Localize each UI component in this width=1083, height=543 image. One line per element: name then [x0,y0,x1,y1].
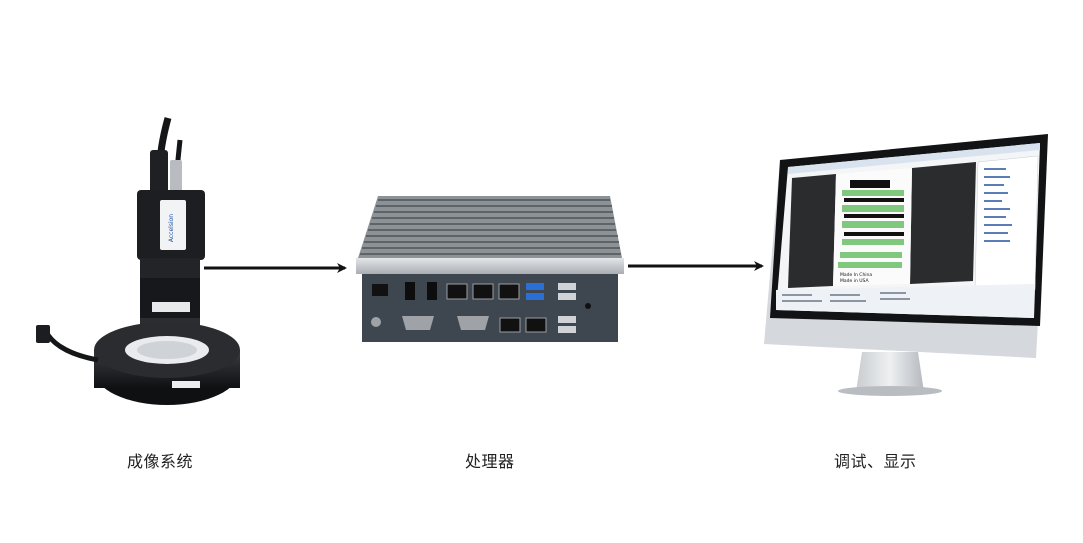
cable-connector-silver [170,160,182,195]
power-button [585,303,591,309]
heatsink-fins [360,199,621,255]
caption-imaging-system: 成像系统 [127,452,194,471]
lan-port-2 [472,283,494,300]
lan-port-5 [525,317,547,333]
usb-port-3 [558,316,576,323]
lan-port-4 [499,317,521,333]
com-port-2 [457,316,489,330]
screen-barcodes [844,180,904,236]
screen-bottom-fields [782,292,910,302]
app-menubar [788,143,1040,174]
cable-connector [150,150,168,195]
monitor-stand-neck [856,352,924,392]
display-illustration: Made In China Made in USA [764,134,1048,396]
caption-processor: 处理器 [465,452,515,471]
screen-text-line-2: Made in USA [840,278,869,284]
usb-port-1 [558,283,576,290]
imaging-system-illustration: Accelsion [36,117,240,405]
screen-bottom-panel [776,284,1034,318]
usb3-port-1 [526,283,544,290]
camera-label-plate [160,200,186,250]
terminal-block-port [372,284,388,296]
screen-dark-panel-left [788,174,836,288]
chassis-band [356,258,624,274]
usb-port-4 [558,326,576,333]
usb3-port-2 [526,293,544,300]
caption-debug-display: 调试、显示 [834,452,917,471]
camera-brand-label: Accelsion [168,214,175,242]
screen-highlight-boxes [838,190,904,268]
processor-illustration [356,196,624,342]
lens-label [152,302,190,312]
hdmi-port [405,282,415,300]
lens-ring-1 [140,258,200,278]
usb-port-2 [558,293,576,300]
lan-port-3 [498,283,520,300]
screen-text-line-1: Made In China [840,272,872,278]
com-port-1 [402,316,434,330]
monitor-stand-base [838,386,942,396]
ground-screw [371,317,381,327]
screen-dark-panel-right [910,162,976,284]
ring-light-cable [45,333,99,363]
ring-light-label [172,381,200,388]
screen-side-list [984,168,1012,242]
ring-light-center [137,341,197,359]
lan-port-1 [446,283,468,300]
ring-light-plug [36,325,50,343]
display-port [427,282,437,300]
